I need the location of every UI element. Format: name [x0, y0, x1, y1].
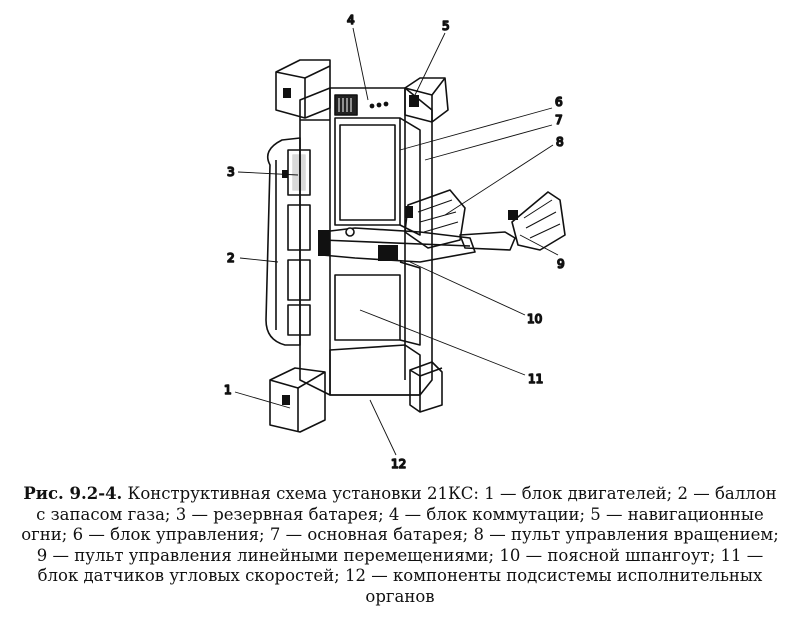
leader-7	[424, 124, 553, 161]
label-10: 10	[527, 312, 542, 326]
rate-sensor-block	[334, 274, 401, 341]
navigation-lights	[404, 77, 449, 123]
figure-caption: Рис. 9.2-4. Конструктивная схема установ…	[18, 484, 782, 607]
label-3: 3	[227, 165, 235, 179]
leader-3	[237, 171, 299, 176]
leader-2	[239, 257, 279, 263]
linear-controller	[511, 191, 566, 251]
leader-10	[409, 261, 526, 316]
label-2: 2	[227, 251, 235, 265]
backpack-frame	[299, 87, 433, 396]
caption-text: Конструктивная схема установки 21КС: 1 —…	[21, 484, 779, 606]
label-6: 6	[555, 95, 563, 109]
control-block	[334, 117, 401, 226]
leader-12	[369, 399, 397, 456]
switching-block	[334, 94, 358, 116]
leader-9	[519, 234, 559, 256]
leader-1	[234, 391, 291, 409]
label-9: 9	[557, 257, 565, 271]
leader-4	[352, 27, 369, 101]
rotation-controller	[404, 189, 466, 249]
leader-5	[414, 32, 446, 96]
label-8: 8	[556, 135, 564, 149]
label-12: 12	[391, 457, 406, 470]
backpack-diagram: 4 5 6 7 8 3 2 9 10 11 1 12	[223, 12, 566, 470]
label-7: 7	[555, 113, 563, 127]
backup-battery	[287, 149, 311, 196]
waist-frame	[321, 227, 476, 263]
leader-6	[399, 107, 553, 151]
leader-8	[444, 144, 554, 216]
label-4: 4	[347, 13, 355, 27]
top-left-block	[275, 59, 331, 119]
controller-arm	[459, 231, 516, 251]
label-5: 5	[442, 19, 450, 33]
label-11: 11	[528, 372, 543, 386]
lower-components	[329, 344, 421, 396]
caption-prefix: Рис. 9.2-4.	[23, 484, 123, 503]
leader-11	[359, 309, 526, 376]
thruster-block	[269, 367, 326, 433]
label-1: 1	[224, 383, 232, 397]
